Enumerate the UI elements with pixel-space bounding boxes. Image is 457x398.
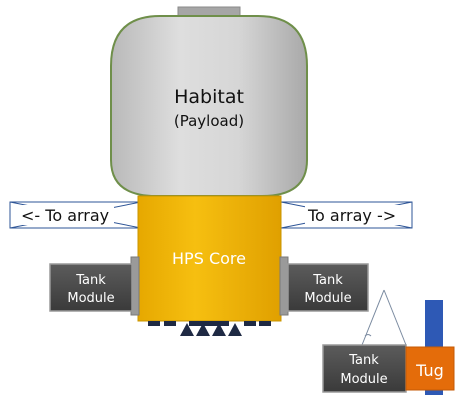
tank-left-line2: Module xyxy=(67,291,114,306)
tug-vehicle: Tug xyxy=(405,346,455,391)
tank-module-right: Tank Module xyxy=(287,263,369,312)
hps-core-label: HPS Core xyxy=(172,249,246,268)
tank-right-line2: Module xyxy=(304,291,351,306)
tug-tank-line1: Tank xyxy=(348,353,379,368)
tug-label: Tug xyxy=(415,361,444,380)
tug-struts xyxy=(361,289,407,346)
tank-right-line1: Tank xyxy=(312,273,343,288)
core-connector-right xyxy=(279,256,289,316)
array-left-label: <- To array xyxy=(21,206,109,225)
solar-array-left: <- To array xyxy=(9,201,142,229)
tank-module-left: Tank Module xyxy=(49,263,133,312)
tank-left-line1: Tank xyxy=(75,273,106,288)
engine-cluster xyxy=(148,321,271,336)
array-right-label: To array -> xyxy=(307,206,396,225)
habitat-title: Habitat xyxy=(174,86,244,108)
habitat-subtitle: (Payload) xyxy=(174,112,244,130)
tug-tank-line2: Module xyxy=(340,372,387,387)
tug-tank-module: Tank Module xyxy=(322,344,407,393)
solar-array-right: To array -> xyxy=(280,201,413,229)
